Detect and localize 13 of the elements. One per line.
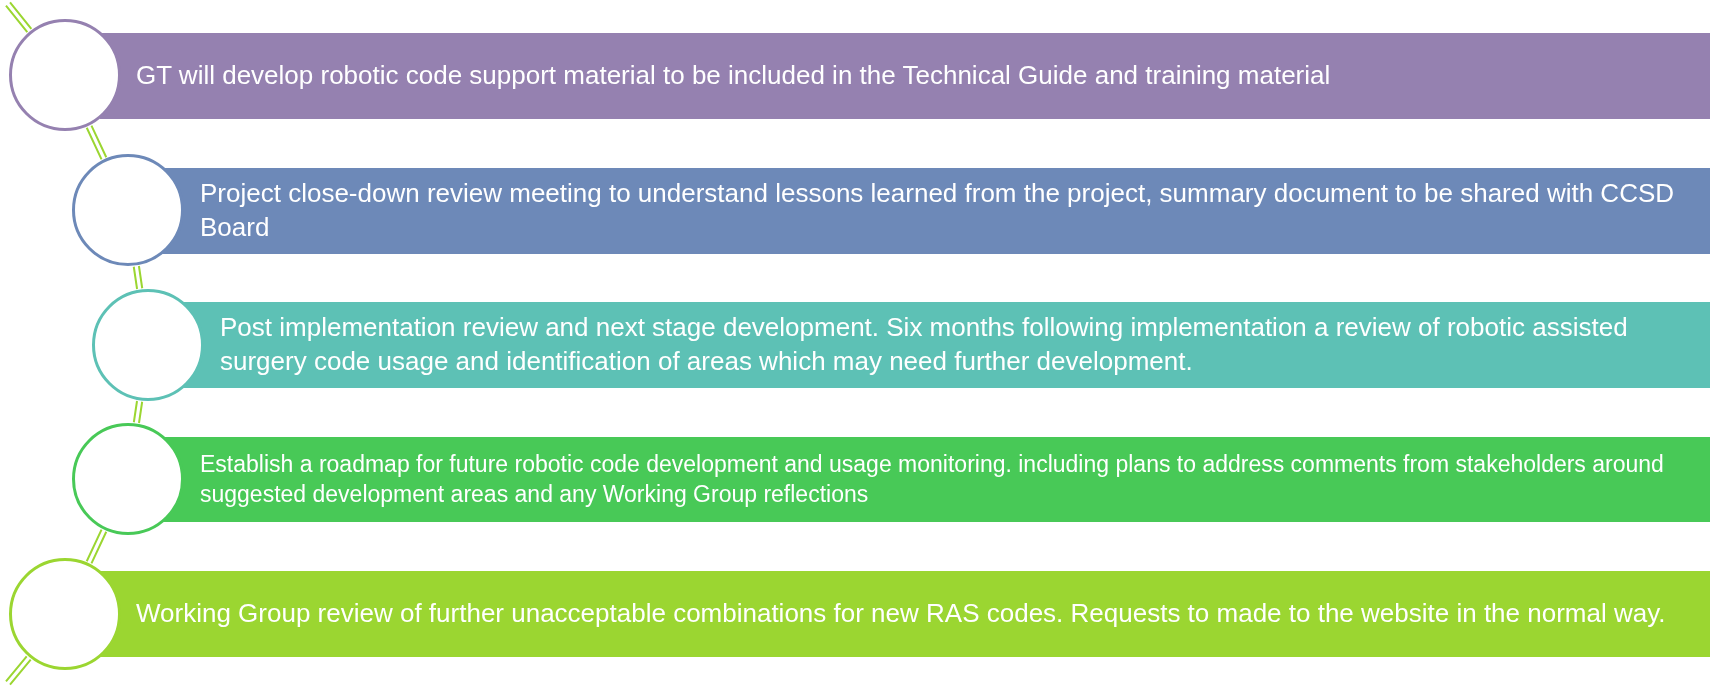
- step-text: Working Group review of further unacceptable combinations for new RAS codes. Requests to made to the website in the normal way.: [136, 597, 1666, 631]
- connector-line: [132, 265, 144, 290]
- step-text: Project close-down review meeting to understand lessons learned from the project, summary document to be shared with CCSD Board: [200, 177, 1676, 244]
- connector-line: [5, 655, 32, 686]
- step-text: Establish a roadmap for future robotic code development and usage monitoring. including plans to address comments from stakeholders around suggested development areas and any Working Group reflections: [200, 449, 1665, 509]
- step-text: Post implementation review and next stage development. Six months following implementation a review of robotic assisted surgery code usage and identification of areas which may need further development.: [220, 311, 1629, 378]
- connector-line: [4, 1, 33, 34]
- step-bar: [100, 571, 1710, 657]
- connector-line: [132, 400, 144, 424]
- step-text: GT will develop robotic code support material to be included in the Technical Guide and training material: [136, 59, 1331, 93]
- connector-line: [85, 124, 108, 161]
- connector-line: [85, 528, 108, 565]
- step-bar: [100, 33, 1710, 119]
